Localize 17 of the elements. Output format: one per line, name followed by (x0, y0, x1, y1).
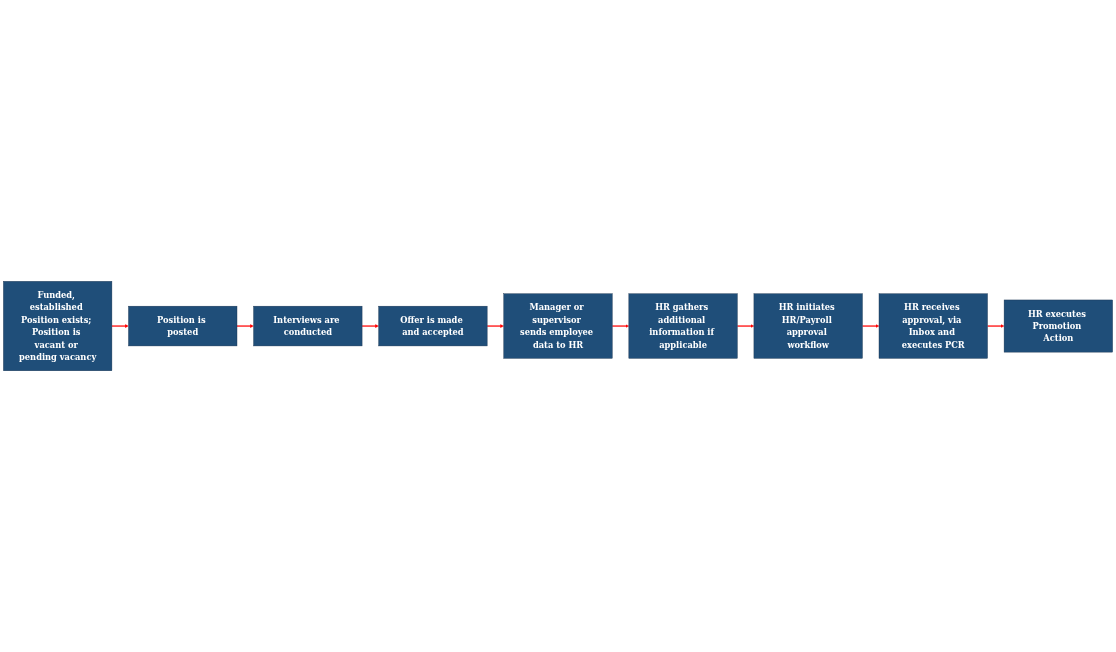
node-box: Interviews are conducted (253, 305, 363, 347)
node-box: HR initiates HR/Payroll approval workflow (753, 293, 863, 359)
arrow (736, 324, 755, 328)
node-box: Manager or supervisor sends employee data to HR (503, 293, 613, 359)
arrow (486, 324, 504, 328)
arrow (236, 324, 254, 328)
node-box: Offer is made and accepted (378, 305, 488, 347)
node-box: HR receives approval, via Inbox and executes PCR (878, 293, 988, 359)
arrow (111, 324, 129, 328)
arrow (986, 324, 1005, 328)
node-box: Funded, established Position exists; Position is vacant or pending vacancy (3, 281, 113, 371)
arrow (861, 324, 880, 328)
arrow (611, 324, 629, 328)
arrow (361, 324, 379, 328)
node-box: HR executes Promotion Action (1003, 299, 1113, 353)
node-box: Position is posted (128, 305, 238, 347)
node-box: HR gathers additional information if applicable (628, 293, 738, 359)
